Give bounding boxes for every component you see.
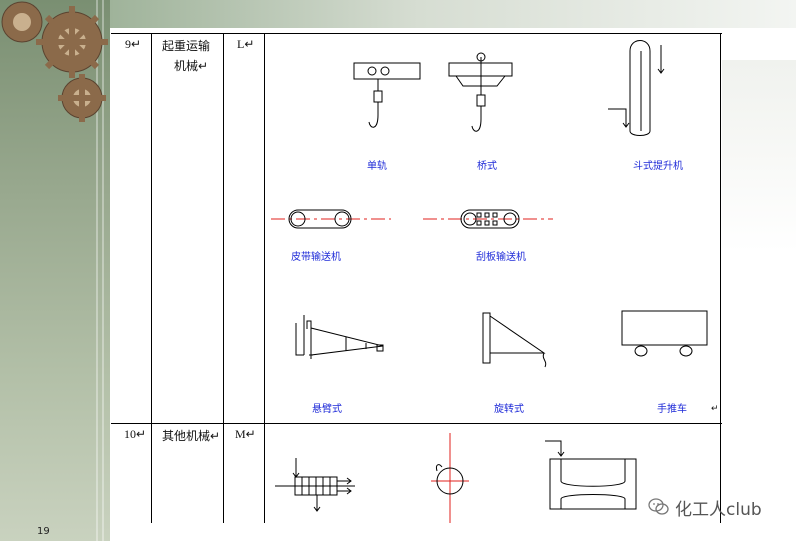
- symbol-table: 9↵ 起重运输 机械↵ L↵ 单轨 桥式 斗式提升机 皮带输送机 刮板输送机 悬…: [111, 33, 722, 523]
- hand-cart-symbol: [621, 310, 708, 357]
- belt-conveyor-symbol: [271, 209, 391, 229]
- row-number-9: 9↵: [125, 37, 142, 51]
- row-number-10: 10↵: [124, 427, 147, 441]
- return-mark: ↵: [711, 403, 719, 413]
- tank-symbol: [545, 440, 637, 510]
- category-line-2: 机械↵: [174, 59, 209, 73]
- right-decor-panel: [722, 60, 796, 541]
- caption-belt-conveyor: 皮带输送机: [291, 252, 341, 263]
- page-number: 19: [37, 526, 50, 537]
- monorail-crane-symbol: [353, 62, 421, 128]
- slewing-crane-symbol: [482, 312, 547, 368]
- watermark-text: 化工人club: [675, 499, 762, 520]
- code-L: L↵: [237, 37, 255, 51]
- top-decor-band: [110, 0, 796, 28]
- watermark: 化工人club: [648, 494, 788, 520]
- jib-crane-symbol: [295, 315, 384, 359]
- category-other: 其他机械↵: [162, 429, 221, 443]
- bucket-elevator-symbol: [608, 40, 665, 136]
- caption-monorail: 单轨: [367, 161, 387, 172]
- category-line-1: 起重运输: [162, 39, 211, 53]
- gears-icon: [1, 1, 108, 122]
- rotary-drum-symbol: [431, 433, 469, 523]
- scraper-conveyor-symbol: [423, 209, 553, 229]
- wechat-icon: [648, 498, 669, 515]
- caption-bridge: 桥式: [477, 161, 497, 172]
- caption-slewing: 旋转式: [494, 404, 524, 415]
- caption-jib: 悬臂式: [312, 404, 342, 415]
- table-grid: [111, 33, 722, 523]
- bridge-crane-symbol: [448, 52, 513, 132]
- code-M: M↵: [235, 427, 256, 441]
- caption-scraper-conveyor: 刮板输送机: [476, 252, 526, 263]
- manifold-symbol: [275, 458, 355, 512]
- caption-hand-cart: 手推车: [657, 404, 687, 415]
- caption-bucket-elevator: 斗式提升机: [633, 161, 683, 172]
